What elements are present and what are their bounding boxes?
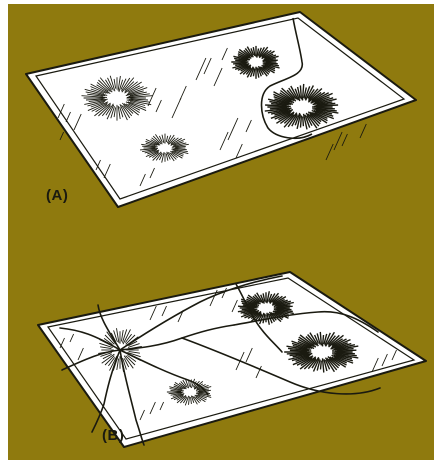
panel-label-b: (B) xyxy=(102,427,124,444)
panel-label-a: (A) xyxy=(46,187,68,204)
